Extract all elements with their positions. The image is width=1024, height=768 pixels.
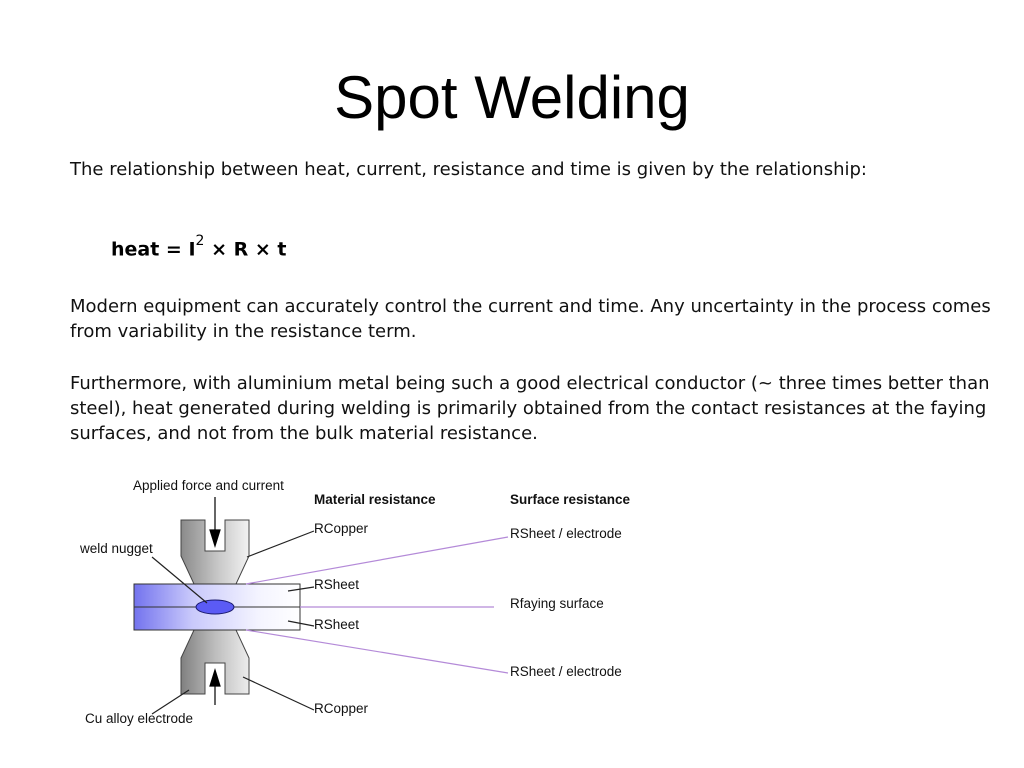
leader-rcopper-top <box>246 530 315 558</box>
rcopper-top-label: RCopper <box>314 521 369 536</box>
rsheet-top-label: RSheet <box>314 577 359 592</box>
slide-title: Spot Welding <box>334 64 690 131</box>
weld-nugget <box>195 599 235 615</box>
formula-exponent: 2 <box>195 233 205 249</box>
leader-rsheet-top <box>287 586 315 592</box>
rsheet-bottom-label: RSheet <box>314 617 359 632</box>
rsheet-electrode-bottom-label: RSheet / electrode <box>510 664 622 679</box>
leader-electrode <box>151 689 190 715</box>
intro-paragraph: The relationship between heat, current, … <box>70 159 867 180</box>
equipment-paragraph: Modern equipment can accurately control … <box>70 296 991 342</box>
weld-nugget-label: weld nugget <box>79 541 153 556</box>
applied-force-label: Applied force and current <box>133 478 284 493</box>
material-resistance-header: Material resistance <box>314 492 436 507</box>
rcopper-bottom-label: RCopper <box>314 701 369 716</box>
heat-formula: heat = I2 × R × t <box>111 233 287 261</box>
force-arrow-top <box>209 497 221 549</box>
formula-lhs: heat = I <box>111 238 196 261</box>
surface-resistance-header: Surface resistance <box>510 492 631 507</box>
lower-electrode <box>180 629 250 695</box>
aluminium-paragraph: Furthermore, with aluminium metal being … <box>70 373 990 444</box>
formula-rhs: × R × t <box>204 238 287 261</box>
rfaying-surface-label: Rfaying surface <box>510 596 604 611</box>
leader-rcopper-bottom <box>242 676 315 711</box>
electrode-label: Cu alloy electrode <box>85 711 193 726</box>
leader-weld-nugget <box>151 556 208 604</box>
leader-rsheet-bottom <box>287 620 315 627</box>
force-arrow-bottom <box>209 667 221 705</box>
upper-electrode <box>180 519 250 585</box>
rsheet-electrode-top-label: RSheet / electrode <box>510 526 622 541</box>
leader-sheet-electrode-top <box>245 536 509 585</box>
leader-sheet-electrode-bottom <box>245 629 509 674</box>
